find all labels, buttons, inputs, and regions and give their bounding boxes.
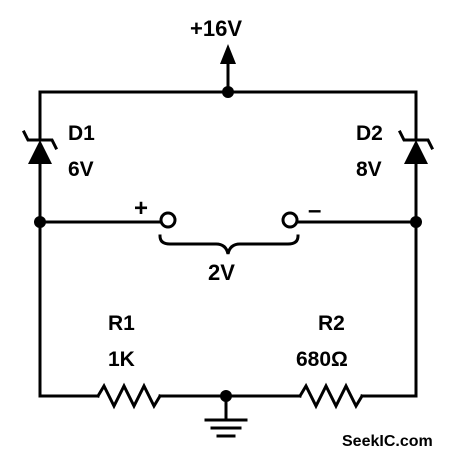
voltage-brace <box>158 234 300 255</box>
watermark-text: SeekIC.com <box>342 433 433 450</box>
r2-ref-label: R2 <box>318 312 345 335</box>
zener-diode-d2 <box>397 129 435 164</box>
r1-value-label: 1K <box>108 348 135 371</box>
zener-diode-d1 <box>21 129 59 164</box>
plus-label: + <box>134 195 148 222</box>
resistor-r1 <box>95 382 163 410</box>
top-node <box>222 86 234 98</box>
ground-symbol <box>204 394 248 438</box>
d1-value-label: 6V <box>68 158 94 181</box>
d2-value-label: 8V <box>356 158 382 181</box>
minus-label: – <box>308 197 321 224</box>
output-voltage-label: 2V <box>208 260 235 285</box>
supply-label: +16V <box>190 16 242 41</box>
resistor-r2 <box>297 382 365 410</box>
r1-ref-label: R1 <box>108 312 135 335</box>
plus-terminal[interactable] <box>159 211 177 229</box>
r2-value-label: 680Ω <box>296 348 348 371</box>
supply-arrow <box>220 44 236 64</box>
d2-ref-label: D2 <box>356 122 383 145</box>
minus-terminal[interactable] <box>281 211 299 229</box>
d1-ref-label: D1 <box>68 122 95 145</box>
